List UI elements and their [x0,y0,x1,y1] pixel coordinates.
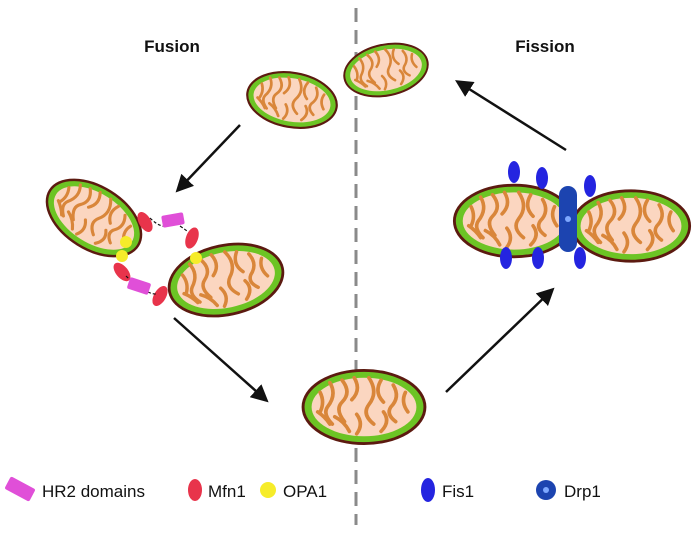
fission-title: Fission [515,37,575,56]
arrow-to-fission [445,287,555,393]
fis1-marker [508,161,520,183]
mitochondrion-top-right [337,34,435,106]
legend-drp1-label: Drp1 [564,482,601,501]
mfn1-marker [137,212,153,232]
legend-mfn1-icon [188,479,202,501]
fis1-marker [532,247,544,269]
legend-mfn1-label: Mfn1 [208,482,246,501]
fis1-marker [574,247,586,269]
drp1-ring-center [565,216,571,222]
mfn1-tether-bottom [113,262,168,306]
mitochondrion-fused [303,370,425,443]
mitochondrion-tethered-right [160,232,292,328]
arrow-to-fused [173,317,269,403]
legend-hr2-label: HR2 domains [42,482,145,501]
fis1-marker [584,175,596,197]
fusion-title: Fusion [144,37,200,56]
legend-fis1-icon [421,478,435,502]
legend-hr2-icon [5,476,35,502]
mfn1-marker [185,227,199,249]
legend-drp1-icon-center [543,487,549,493]
legend-opa1-icon [260,482,276,498]
opa1-marker [120,236,132,248]
mitochondrion-tethered-left [33,164,154,272]
arrow-to-tethering [175,124,241,193]
mitochondrion-fission-right [570,188,692,264]
mitochondrion-top-left [241,64,343,136]
hr2-domain-marker [161,212,185,228]
mitochondrion-fission-left [454,185,573,257]
legend-opa1-label: OPA1 [283,482,327,501]
mfn1-marker [152,286,168,306]
opa1-marker [116,250,128,262]
arrow-to-fission-result [455,80,567,152]
legend: HR2 domains Mfn1 OPA1 Fis1 Drp1 [5,476,601,502]
fis1-marker [500,247,512,269]
hr2-domain-marker [127,277,151,295]
opa1-marker [190,252,202,264]
mfn1-tether-top [137,212,199,249]
fis1-marker [536,167,548,189]
legend-fis1-label: Fis1 [442,482,474,501]
